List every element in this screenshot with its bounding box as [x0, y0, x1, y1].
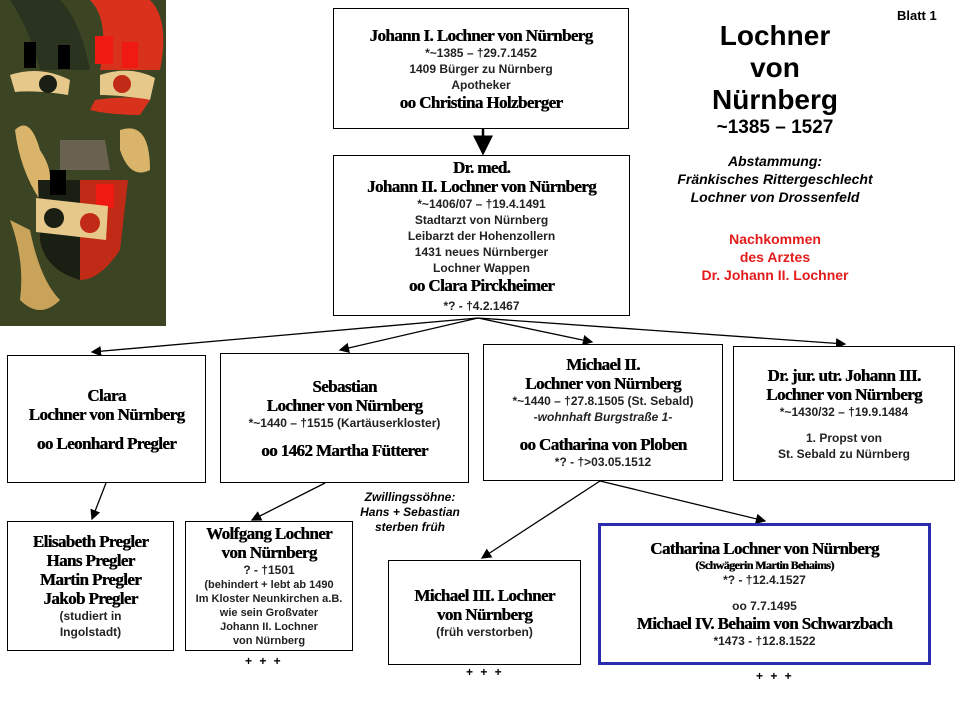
- origin-line: Fränkisches Rittergeschlecht: [677, 171, 873, 187]
- person-info: St. Sebald zu Nürnberg: [777, 446, 910, 461]
- person-info: Im Kloster Neunkirchen a.B.: [195, 593, 343, 605]
- title-years: ~1385 – 1527: [716, 117, 834, 138]
- person-name: Martin Pregler: [39, 570, 142, 589]
- descendants-line: Dr. Johann II. Lochner: [701, 267, 849, 283]
- person-name: Jakob Pregler: [43, 589, 138, 608]
- person-name: Clara: [87, 385, 126, 405]
- person-name: Wolfgang Lochner: [206, 524, 333, 543]
- person-dates: *? - †12.4.1527: [723, 573, 806, 587]
- person-name: Lochner von Nürnberg: [525, 374, 681, 393]
- person-dates: *~1430/32 – †19.9.1484: [779, 404, 909, 419]
- person-name: Michael III. Lochner: [414, 585, 555, 605]
- twins-line: sterben früh: [374, 520, 445, 534]
- person-box-johann3: Dr. jur. utr. Johann III. Lochner von Nü…: [733, 346, 955, 481]
- arrow-to-wolfgang: [250, 482, 326, 521]
- person-dates: *~1440 – †27.8.1505 (St. Sebald): [512, 394, 694, 408]
- spouse-name: oo 1462 Martha Fütterer: [261, 440, 428, 460]
- descendants-note: Nachkommen des Arztes Dr. Johann II. Loc…: [665, 230, 885, 284]
- person-name: Johann I. Lochner von Nürnberg: [369, 25, 593, 45]
- spouse-dates: *? - †4.2.1467: [443, 298, 520, 313]
- coat-of-arms-image: [0, 0, 166, 326]
- person-name: Michael II.: [566, 355, 640, 374]
- sheet-label: Blatt 1: [897, 8, 937, 23]
- arrow-to-johann3: [477, 317, 847, 349]
- more-descendants-michael3: + + +: [466, 665, 504, 679]
- descendants-line: Nachkommen: [729, 231, 821, 247]
- person-box-johann1: Johann I. Lochner von Nürnberg *~1385 – …: [333, 8, 629, 129]
- person-info: 1409 Bürger zu Nürnberg: [409, 61, 553, 76]
- spouse-dates: *? - †>03.05.1512: [554, 455, 652, 469]
- person-info: 1431 neues Nürnberger: [414, 244, 549, 259]
- page-title: Lochner von Nürnberg ~1385 – 1527: [690, 20, 860, 140]
- person-info: 1. Propst von: [805, 430, 882, 445]
- arrow-to-sebastian: [338, 317, 479, 354]
- person-name: Johann II. Lochner von Nürnberg: [366, 176, 597, 196]
- person-box-catharina: Catharina Lochner von Nürnberg (Schwäger…: [598, 523, 931, 665]
- twins-note: Zwillingssöhne: Hans + Sebastian sterben…: [355, 490, 465, 535]
- spouse-dates: *1473 - †12.8.1522: [713, 634, 816, 648]
- arrow-to-catharina: [599, 480, 767, 524]
- person-dates: *~1440 – †1515 (Kartäuserkloster): [248, 415, 441, 430]
- person-info: von Nürnberg: [232, 635, 306, 647]
- person-name: Elisabeth Pregler: [32, 532, 149, 551]
- person-info: Stadtarzt von Nürnberg: [414, 212, 549, 227]
- title-line: Lochner: [719, 20, 831, 51]
- person-box-clara: Clara Lochner von Nürnberg oo Leonhard P…: [7, 355, 206, 483]
- arrow-to-michael3: [480, 480, 601, 559]
- person-info: (studiert in: [59, 609, 122, 623]
- arrow-to-clara: [90, 317, 479, 357]
- person-info: Ingolstadt): [59, 625, 122, 639]
- spouse-name: oo Catharina von Ploben: [519, 435, 687, 454]
- person-dates: ? - †1501: [243, 563, 295, 577]
- more-descendants-wolfgang: + + +: [245, 654, 283, 668]
- person-name: Dr. jur. utr. Johann III.: [767, 365, 921, 385]
- person-info: Johann II. Lochner: [220, 621, 318, 633]
- origin-line: Lochner von Drossenfeld: [690, 189, 860, 205]
- person-name: von Nürnberg: [221, 543, 317, 562]
- person-info: wie sein Großvater: [219, 607, 319, 619]
- person-name: Catharina Lochner von Nürnberg: [650, 539, 879, 558]
- person-box-michael2: Michael II. Lochner von Nürnberg *~1440 …: [483, 344, 723, 481]
- twins-line: Hans + Sebastian: [360, 505, 460, 519]
- spouse-name: oo Clara Pirckheimer: [408, 275, 555, 295]
- person-info: Lochner Wappen: [433, 260, 530, 275]
- spouse-name: oo Leonhard Pregler: [36, 433, 177, 453]
- marriage-date: oo 7.7.1495: [732, 599, 797, 613]
- person-box-johann2: Dr. med. Johann II. Lochner von Nürnberg…: [333, 155, 630, 316]
- person-box-pregler-children: Elisabeth Pregler Hans Pregler Martin Pr…: [7, 521, 174, 651]
- person-name: von Nürnberg: [436, 604, 533, 624]
- origin-line: Abstammung:: [727, 153, 823, 169]
- person-title: Dr. med.: [452, 157, 511, 177]
- person-box-sebastian: Sebastian Lochner von Nürnberg *~1440 – …: [220, 353, 469, 483]
- person-dates: *~1385 – †29.7.1452: [425, 45, 537, 60]
- origin-note: Abstammung: Fränkisches Rittergeschlecht…: [655, 152, 895, 206]
- person-info: (behindert + lebt ab 1490: [204, 579, 334, 591]
- person-name: Lochner von Nürnberg: [766, 384, 922, 404]
- spouse-name: oo Christina Holzberger: [399, 92, 563, 112]
- arrow-to-pregler: [90, 482, 107, 521]
- spouse-name: Michael IV. Behaim von Schwarzbach: [636, 614, 893, 633]
- person-info: Leibarzt der Hohenzollern: [407, 228, 556, 243]
- person-box-wolfgang: Wolfgang Lochner von Nürnberg ? - †1501 …: [185, 521, 353, 651]
- person-box-michael3: Michael III. Lochner von Nürnberg (früh …: [388, 560, 581, 665]
- title-line: von: [750, 52, 800, 83]
- person-name: Lochner von Nürnberg: [28, 404, 185, 424]
- person-dates: *~1406/07 – †19.4.1491: [417, 196, 546, 211]
- twins-line: Zwillingssöhne:: [364, 490, 456, 504]
- person-name: Hans Pregler: [46, 551, 135, 570]
- person-note: (Schwägerin Martin Behaims): [695, 558, 834, 572]
- arrow-to-michael2: [477, 317, 594, 346]
- person-name: Sebastian: [312, 376, 377, 396]
- person-residence: -wohnhaft Burgstraße 1-: [533, 410, 673, 424]
- person-info: Apotheker: [451, 77, 511, 92]
- title-line: Nürnberg: [712, 84, 838, 115]
- person-info: (früh verstorben): [436, 624, 533, 639]
- descendants-line: des Arztes: [739, 249, 811, 265]
- more-descendants-catharina: + + +: [756, 669, 794, 683]
- person-name: Lochner von Nürnberg: [266, 395, 423, 415]
